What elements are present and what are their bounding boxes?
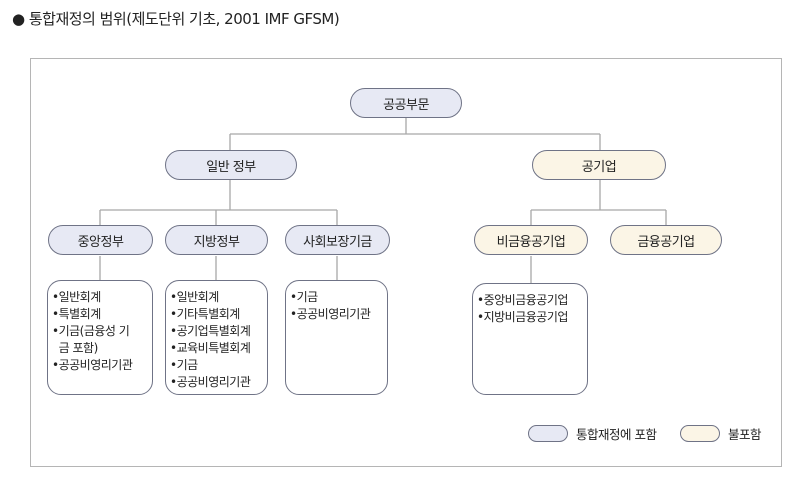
legend-swatch-included — [528, 425, 568, 442]
detail-non-financial-enterprise: •중앙비금융공기업 •지방비금융공기업 — [472, 283, 588, 395]
detail-item: •공공비영리기관 — [52, 358, 133, 372]
detail-item: 금 포함) — [52, 341, 99, 355]
detail-central-government: •일반회계 •특별회계 •기금(금융성 기 금 포함) •공공비영리기관 — [47, 280, 153, 395]
node-social-security: 사회보장기금 — [285, 225, 390, 255]
detail-item: •지방비금융공기업 — [477, 310, 568, 324]
detail-item: •특별회계 — [52, 307, 101, 321]
node-non-financial-enterprise: 비금융공기업 — [474, 225, 588, 255]
detail-item: •기금 — [170, 358, 198, 372]
detail-item: •일반회계 — [170, 290, 219, 304]
legend-excluded: 불포함 — [680, 424, 762, 443]
detail-item: •기금 — [290, 290, 318, 304]
node-central-government: 중앙정부 — [48, 225, 153, 255]
legend-included: 통합재정에 포함 — [528, 424, 657, 443]
detail-local-government: •일반회계 •기타특별회계 •공기업특별회계 •교육비특별회계 •기금 •공공비… — [165, 280, 268, 395]
node-local-government: 지방정부 — [165, 225, 268, 255]
diagram-frame — [30, 58, 782, 467]
detail-social-security: •기금 •공공비영리기관 — [285, 280, 388, 395]
legend-label-included: 통합재정에 포함 — [576, 427, 657, 442]
diagram-title: ● 통합재정의 범위(제도단위 기초, 2001 IMF GFSM) — [12, 10, 340, 28]
detail-item: •교육비특별회계 — [170, 341, 251, 355]
node-general-government: 일반 정부 — [165, 150, 297, 180]
detail-item: •공기업특별회계 — [170, 324, 251, 338]
node-public-sector: 공공부문 — [350, 88, 462, 118]
detail-item: •기금(금융성 기 — [52, 324, 130, 338]
node-public-enterprise: 공기업 — [532, 150, 666, 180]
detail-item: •공공비영리기관 — [290, 307, 371, 321]
node-financial-enterprise: 금융공기업 — [610, 225, 722, 255]
legend-label-excluded: 불포함 — [728, 427, 762, 442]
detail-item: •일반회계 — [52, 290, 101, 304]
detail-item: •중앙비금융공기업 — [477, 293, 568, 307]
legend-swatch-excluded — [680, 425, 720, 442]
detail-item: •공공비영리기관 — [170, 375, 251, 389]
detail-item: •기타특별회계 — [170, 307, 240, 321]
